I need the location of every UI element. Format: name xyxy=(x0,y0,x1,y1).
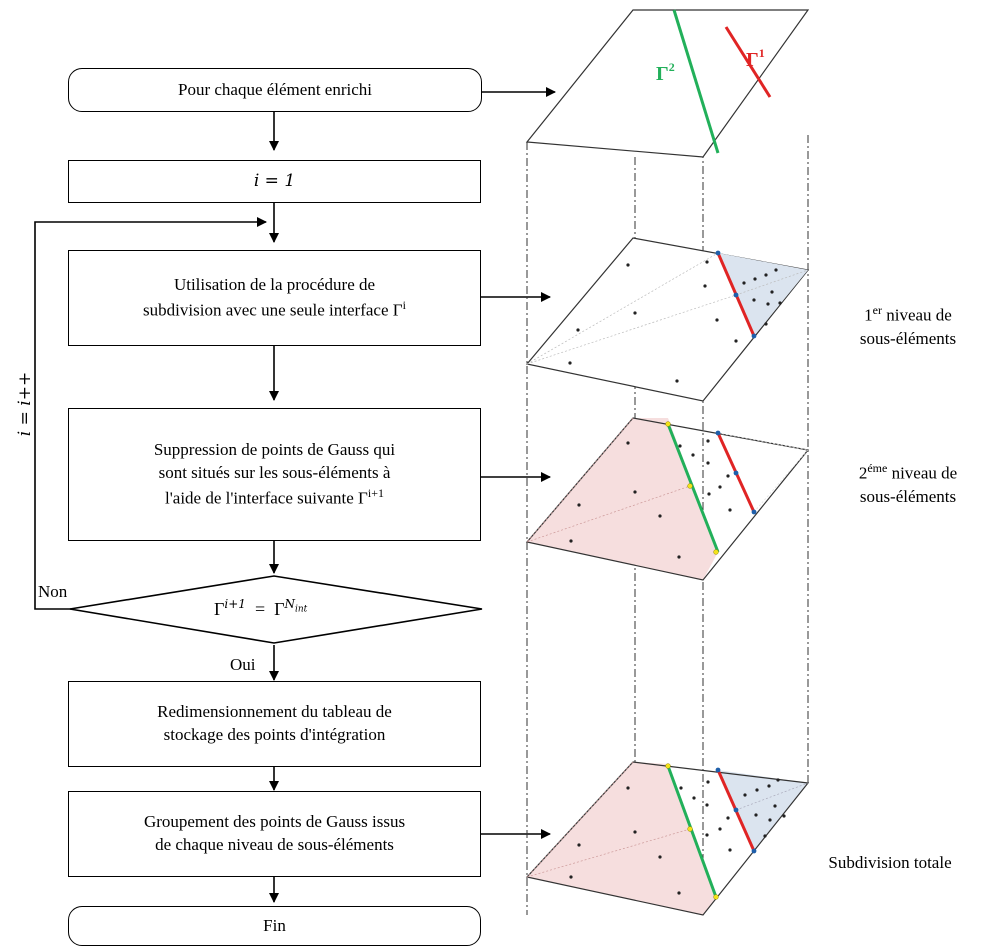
step3-line2: stockage des points d'intégration xyxy=(163,725,386,744)
loop-back-line xyxy=(34,217,267,610)
level1-gauss-points xyxy=(568,260,782,383)
level1-element xyxy=(525,237,810,402)
total-element xyxy=(525,761,810,916)
end-label: Fin xyxy=(263,915,286,935)
total-label: Subdivision totale xyxy=(828,853,952,872)
init-box: i = 1 xyxy=(68,160,481,203)
step1-box: Utilisation de la procédure de subdivisi… xyxy=(68,250,481,346)
level2-gauss-points xyxy=(569,439,732,559)
yes-label: Oui xyxy=(230,655,256,674)
total-gauss-points xyxy=(569,778,786,895)
start-terminal: Pour chaque élément enrichi xyxy=(68,68,482,112)
decision-condition: Γi+1 = ΓNint xyxy=(214,597,308,619)
step3-line1: Redimensionnement du tableau de xyxy=(157,702,392,722)
level1-label: 1er niveau de sous-éléments xyxy=(859,303,957,348)
step2-line3-wrap: l'aide de l'interface suivante Γi+1 xyxy=(165,485,384,508)
start-label: Pour chaque élément enrichi xyxy=(177,79,372,99)
step2-line2: sont situés sur les sous-éléments à xyxy=(158,462,391,482)
step2-box: Suppression de points de Gauss qui sont … xyxy=(68,408,481,541)
step4-line2: de chaque niveau de sous-éléments xyxy=(155,835,394,854)
gamma1-line xyxy=(724,26,772,98)
step2-line1: Suppression de points de Gauss qui xyxy=(153,439,396,459)
level2-label: 2éme niveau de sous-éléments xyxy=(858,461,958,506)
step1-line1: Utilisation de la procédure de xyxy=(173,274,376,294)
top-element: Γ2 Γ1 xyxy=(525,9,810,158)
level2-element xyxy=(525,417,810,581)
gamma2-line xyxy=(672,9,720,154)
no-label: Non xyxy=(38,582,68,601)
step4-box: Groupement des points de Gauss issus de … xyxy=(68,791,481,877)
step1-line2-wrap: subdivision avec une seule interface Γi xyxy=(143,297,406,320)
decision-diamond xyxy=(69,575,483,644)
step3-box: Redimensionnement du tableau de stockage… xyxy=(68,681,481,767)
step4-line1: Groupement des points de Gauss issus xyxy=(143,812,406,832)
init-label: i = 1 xyxy=(253,171,296,192)
